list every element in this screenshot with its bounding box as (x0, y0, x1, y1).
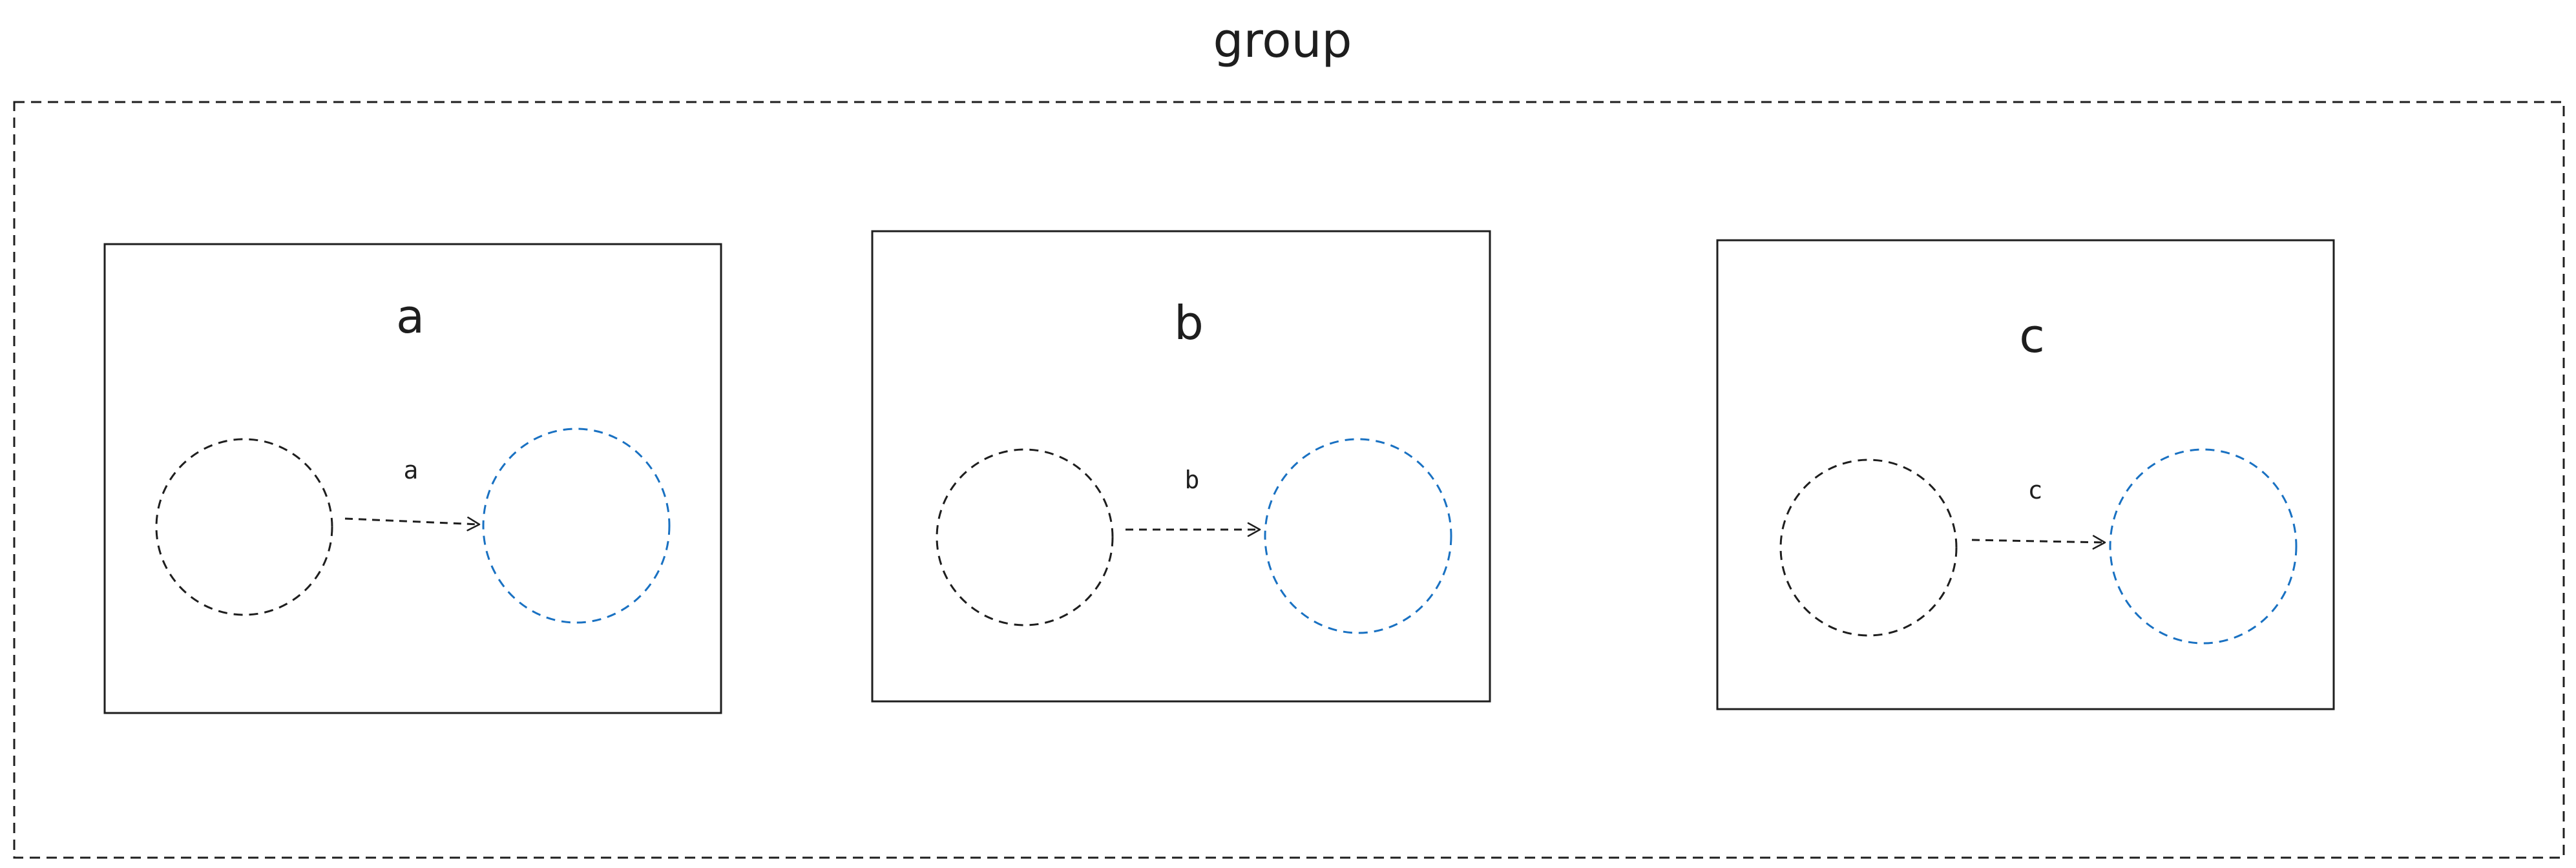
edge-label: a (404, 456, 419, 484)
panel-frame[interactable] (871, 230, 1491, 703)
panel-title: b (1174, 296, 1204, 350)
edge-label: c (2028, 476, 2043, 504)
panel-c[interactable]: c c (1716, 239, 2335, 710)
edge-arrow[interactable] (344, 516, 481, 532)
panel-frame[interactable] (103, 243, 722, 714)
group-label: group (1213, 13, 1352, 68)
target-node[interactable] (2109, 448, 2298, 645)
target-node[interactable] (482, 428, 671, 624)
source-node[interactable] (155, 438, 333, 616)
panel-frame[interactable] (1716, 239, 2335, 710)
edge-arrow[interactable] (1971, 535, 2106, 550)
edge-label: b (1185, 466, 1200, 494)
target-node[interactable] (1264, 438, 1452, 634)
source-node[interactable] (1779, 459, 1958, 637)
panel-a[interactable]: a a (103, 243, 722, 714)
panel-title: c (2019, 309, 2045, 363)
panel-title: a (396, 289, 424, 344)
source-node[interactable] (936, 448, 1114, 626)
group-container[interactable] (13, 101, 2565, 859)
panel-b[interactable]: b b (871, 230, 1491, 703)
